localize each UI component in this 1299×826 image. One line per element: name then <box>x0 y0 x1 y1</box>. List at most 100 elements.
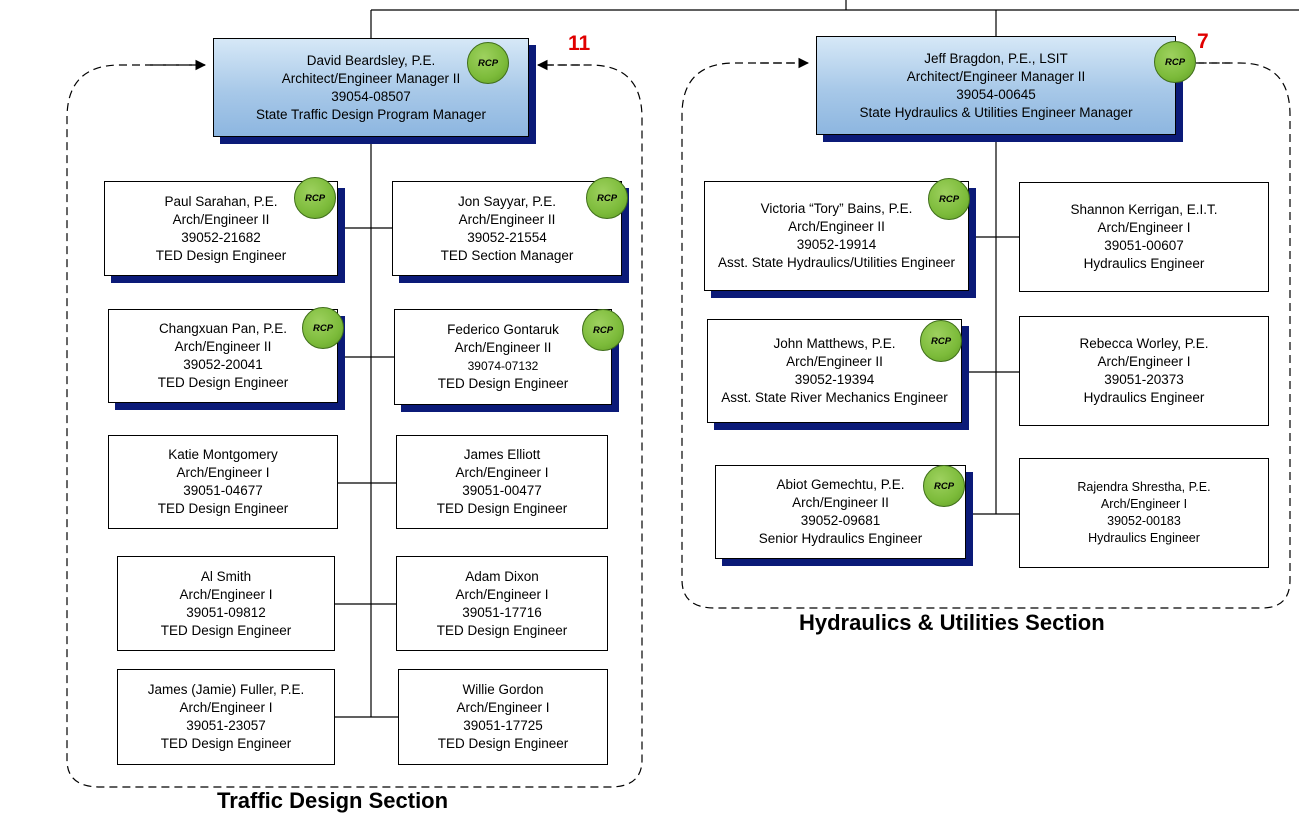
rcp-badge-icon: RCP <box>920 320 962 362</box>
person-name: Willie Gordon <box>462 682 544 697</box>
employee-card[interactable]: James (Jamie) Fuller, P.E. Arch/Engineer… <box>117 669 335 765</box>
person-name: Rajendra Shrestha, P.E. <box>1077 480 1211 494</box>
role: State Hydraulics & Utilities Engineer Ma… <box>859 104 1133 120</box>
position-number: 39074-07132 <box>467 359 539 373</box>
role: TED Design Engineer <box>436 622 568 638</box>
employee-card[interactable]: Federico Gontaruk Arch/Engineer II 39074… <box>394 309 612 405</box>
position-number: 39051-23057 <box>186 718 266 733</box>
position-number: 39051-00477 <box>462 483 542 498</box>
person-name: Changxuan Pan, P.E. <box>158 321 288 336</box>
employee-card[interactable]: Jon Sayyar, P.E. Arch/Engineer II 39052-… <box>392 181 622 276</box>
position-number: 39051-00607 <box>1104 238 1184 253</box>
employee-card[interactable]: Victoria “Tory” Bains, P.E. Arch/Enginee… <box>704 181 969 291</box>
role: Hydraulics Engineer <box>1088 531 1200 545</box>
person-name: Shannon Kerrigan, E.I.T. <box>1070 202 1218 217</box>
position-number: 39051-09812 <box>186 604 266 620</box>
job-title: Arch/Engineer II <box>172 211 270 227</box>
person-name: John Matthews, P.E. <box>773 336 896 351</box>
job-title: Arch/Engineer I <box>1100 497 1188 511</box>
person-name: Rebecca Worley, P.E. <box>1079 336 1209 351</box>
role: TED Design Engineer <box>157 501 289 516</box>
role: TED Design Engineer <box>436 501 568 516</box>
position-number: 39051-17725 <box>463 718 543 733</box>
position-number: 39051-17716 <box>462 604 542 620</box>
position-number: 39052-19394 <box>794 372 875 387</box>
job-title: Arch/Engineer I <box>456 700 550 715</box>
job-title: Arch/Engineer II <box>788 219 885 234</box>
role: Senior Hydraulics Engineer <box>758 531 923 546</box>
hydraulics-headcount: 7 <box>1197 30 1209 53</box>
role: Hydraulics Engineer <box>1083 390 1205 405</box>
position-number: 39054-00645 <box>956 86 1036 102</box>
position-number: 39051-20373 <box>1104 372 1184 387</box>
person-name: Federico Gontaruk <box>447 322 559 337</box>
position-number: 39052-21554 <box>467 229 547 245</box>
role: TED Design Engineer <box>437 376 569 391</box>
role: Hydraulics Engineer <box>1083 256 1205 271</box>
employee-card[interactable]: Rebecca Worley, P.E. Arch/Engineer I 390… <box>1019 316 1269 426</box>
job-title: Arch/Engineer II <box>792 495 889 510</box>
employee-card[interactable]: Rajendra Shrestha, P.E. Arch/Engineer I … <box>1019 458 1269 568</box>
employee-card[interactable]: Changxuan Pan, P.E. Arch/Engineer II 390… <box>108 309 338 403</box>
person-name: Katie Montgomery <box>168 447 278 462</box>
role: Asst. State Hydraulics/Utilities Enginee… <box>717 255 956 270</box>
rcp-badge-icon: RCP <box>586 177 628 219</box>
employee-card[interactable]: Shannon Kerrigan, E.I.T. Arch/Engineer I… <box>1019 182 1269 292</box>
job-title: Arch/Engineer I <box>455 465 549 480</box>
job-title: Arch/Engineer I <box>1097 220 1191 235</box>
employee-card[interactable]: Adam Dixon Arch/Engineer I 39051-17716 T… <box>396 556 608 651</box>
person-name: James (Jamie) Fuller, P.E. <box>147 682 305 697</box>
job-title: Arch/Engineer II <box>458 211 556 227</box>
person-name: Jeff Bragdon, P.E., LSIT <box>924 50 1068 66</box>
person-name: Abiot Gemechtu, P.E. <box>776 477 905 492</box>
rcp-badge-icon: RCP <box>1154 41 1196 83</box>
position-number: 39052-00183 <box>1107 514 1181 528</box>
traffic-headcount: 11 <box>568 32 591 55</box>
traffic-section-title: Traffic Design Section <box>217 788 449 813</box>
rcp-badge-icon: RCP <box>923 465 965 507</box>
person-name: Paul Sarahan, P.E. <box>164 193 278 209</box>
role: Asst. State River Mechanics Engineer <box>721 390 948 405</box>
job-title: Architect/Engineer Manager II <box>906 68 1086 84</box>
job-title: Arch/Engineer I <box>176 465 270 480</box>
job-title: Arch/Engineer I <box>455 586 549 602</box>
rcp-badge-icon: RCP <box>928 178 970 220</box>
hydraulics-section-title: Hydraulics & Utilities Section <box>799 610 1105 635</box>
job-title: Architect/Engineer Manager II <box>281 70 461 86</box>
rcp-badge-icon: RCP <box>294 177 336 219</box>
role: TED Design Engineer <box>437 736 569 751</box>
job-title: Arch/Engineer I <box>179 586 273 602</box>
role: TED Section Manager <box>440 247 574 263</box>
employee-card[interactable]: John Matthews, P.E. Arch/Engineer II 390… <box>707 319 962 423</box>
employee-card[interactable]: James Elliott Arch/Engineer I 39051-0047… <box>396 435 608 529</box>
position-number: 39052-20041 <box>183 357 263 372</box>
employee-card[interactable]: Al Smith Arch/Engineer I 39051-09812 TED… <box>117 556 335 651</box>
rcp-badge-icon: RCP <box>582 309 624 351</box>
position-number: 39052-09681 <box>800 513 881 528</box>
role: State Traffic Design Program Manager <box>255 106 487 122</box>
employee-card[interactable]: Katie Montgomery Arch/Engineer I 39051-0… <box>108 435 338 529</box>
rcp-badge-icon: RCP <box>302 307 344 349</box>
position-number: 39054-08507 <box>331 88 411 104</box>
role: TED Design Engineer <box>157 375 289 390</box>
position-number: 39052-21682 <box>181 229 261 245</box>
job-title: Arch/Engineer I <box>1097 354 1191 369</box>
position-number: 39052-19914 <box>796 237 877 252</box>
person-name: Al Smith <box>200 568 252 584</box>
job-title: Arch/Engineer II <box>174 339 272 354</box>
role: TED Design Engineer <box>160 736 292 751</box>
person-name: David Beardsley, P.E. <box>306 52 436 68</box>
job-title: Arch/Engineer I <box>179 700 273 715</box>
person-name: Jon Sayyar, P.E. <box>457 193 557 209</box>
role: TED Design Engineer <box>155 247 287 263</box>
person-name: Adam Dixon <box>465 568 539 584</box>
job-title: Arch/Engineer II <box>786 354 883 369</box>
employee-card[interactable]: Abiot Gemechtu, P.E. Arch/Engineer II 39… <box>715 465 966 559</box>
rcp-badge-icon: RCP <box>467 42 509 84</box>
person-name: Victoria “Tory” Bains, P.E. <box>760 201 913 216</box>
hydraulics-manager-card[interactable]: Jeff Bragdon, P.E., LSIT Architect/Engin… <box>816 36 1176 135</box>
employee-card[interactable]: Willie Gordon Arch/Engineer I 39051-1772… <box>398 669 608 765</box>
position-number: 39051-04677 <box>183 483 263 498</box>
job-title: Arch/Engineer II <box>454 340 552 355</box>
